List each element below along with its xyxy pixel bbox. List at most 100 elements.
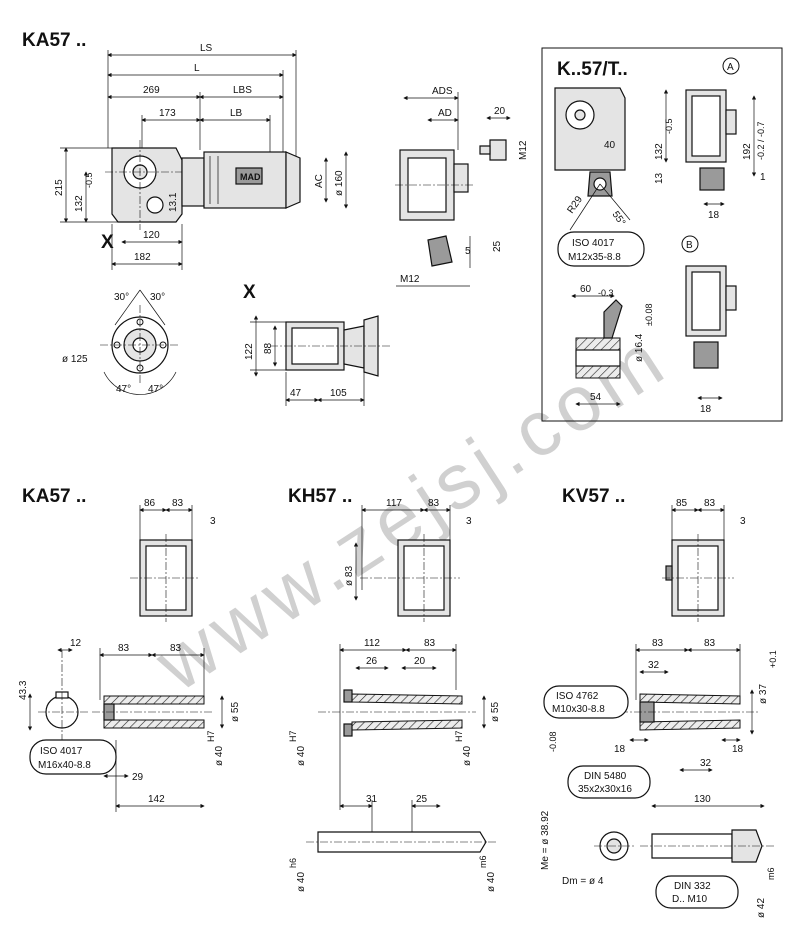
title-kh57: KH57 .. bbox=[288, 486, 352, 507]
dim-30-right: 30° bbox=[150, 292, 165, 303]
b1-dim-3: 3 bbox=[210, 516, 216, 527]
dim-13-1: 13.1 bbox=[168, 192, 179, 212]
b3-dim-83: 83 bbox=[704, 498, 716, 509]
dim-132-tol: -0.5 bbox=[84, 172, 94, 188]
t-dim-r29: R29 bbox=[565, 194, 585, 216]
t-dim-132-tol: -0.5 bbox=[664, 118, 674, 134]
s2-dim-d40-b: ø 40 bbox=[462, 746, 473, 766]
dim-lbs: LBS bbox=[233, 85, 252, 96]
dim-47-left: 47° bbox=[116, 384, 131, 395]
s1-dim-29: 29 bbox=[132, 772, 144, 783]
motor-label: MAD bbox=[240, 172, 261, 182]
ka57-x-view: X 122 88 47 105 bbox=[243, 282, 390, 406]
dim-l: L bbox=[194, 63, 200, 74]
s1-dim-h7: H7 bbox=[206, 730, 216, 742]
s2-dim-h6: h6 bbox=[288, 858, 298, 868]
s3-din-332: DIN 332 bbox=[674, 881, 711, 892]
s3-dim-dm: Dm = ø 4 bbox=[562, 876, 604, 887]
s1-dim-d55: ø 55 bbox=[230, 702, 241, 722]
s3-dim-83-a: 83 bbox=[652, 638, 664, 649]
ka57-side-view: LS L 269 LBS 173 LB MAD 215 bbox=[54, 43, 349, 270]
s2-dim-h7-a: H7 bbox=[288, 730, 298, 742]
s2-dim-m6: m6 bbox=[478, 855, 488, 868]
dim-m12-bottom: M12 bbox=[400, 274, 420, 285]
t-dim-60-tol: -0.3 bbox=[598, 288, 614, 298]
dim-269: 269 bbox=[143, 85, 160, 96]
b2-dim-117: 117 bbox=[386, 498, 402, 509]
title-k57t: K..57/T.. bbox=[557, 59, 628, 80]
ka57-bottom-top-view: 86 83 3 bbox=[130, 498, 216, 622]
title-ka57-top: KA57 .. bbox=[22, 30, 86, 51]
marker-b: B bbox=[686, 240, 693, 251]
dim-47-right: 47° bbox=[148, 384, 163, 395]
dim-88: 88 bbox=[263, 342, 274, 354]
t-dim-18-b: 18 bbox=[700, 404, 712, 415]
s2-dim-83: 83 bbox=[424, 638, 436, 649]
t-iso-sub: M12x35-8.8 bbox=[568, 252, 621, 263]
s3-iso-4762: ISO 4762 bbox=[556, 691, 599, 702]
s3-dim-me: Me = ø 38.92 bbox=[540, 810, 551, 870]
t-dim-55: 55° bbox=[610, 209, 628, 228]
ka57-flange-view: 30° 30° ø 125 47° 47° bbox=[62, 289, 180, 395]
title-ka57-bottom: KA57 .. bbox=[22, 486, 86, 507]
t-dim-13: 13 bbox=[654, 172, 665, 184]
s3-dim-d42: ø 42 bbox=[756, 898, 767, 918]
dim-ads: ADS bbox=[432, 86, 453, 97]
ka57-front-view: ADS AD 20 M12 25 5 M12 bbox=[395, 86, 529, 287]
dim-ad: AD bbox=[438, 108, 452, 119]
b1-dim-86: 86 bbox=[144, 498, 156, 509]
ka57-shaft-section: 12 43.3 83 83 ø 55 ø 40 H7 ISO 4017 M16x… bbox=[18, 638, 241, 812]
s2-dim-d40-d: ø 40 bbox=[486, 872, 497, 892]
s2-dim-d40-a: ø 40 bbox=[296, 746, 307, 766]
dim-47: 47 bbox=[290, 388, 302, 399]
s2-dim-26: 26 bbox=[366, 656, 378, 667]
s3-din-5480: DIN 5480 bbox=[584, 771, 627, 782]
kv57-shaft-section: 83 83 32 ø 37 +0.1 ISO 4762 M10x30-8.8 1… bbox=[540, 638, 778, 918]
dim-20: 20 bbox=[494, 106, 506, 117]
dim-105: 105 bbox=[330, 388, 347, 399]
kv57-top-view: 85 83 3 bbox=[662, 498, 746, 622]
dim-ls: LS bbox=[200, 43, 213, 54]
s1-dim-d40: ø 40 bbox=[214, 746, 225, 766]
dim-30-left: 30° bbox=[114, 292, 129, 303]
t-dim-18: 18 bbox=[708, 210, 720, 221]
s3-dim-me-tol: -0.08 bbox=[548, 731, 558, 752]
s3-dim-18-b: 18 bbox=[732, 744, 744, 755]
s2-dim-d55: ø 55 bbox=[490, 702, 501, 722]
t-dim-40: 40 bbox=[604, 140, 616, 151]
s2-dim-112: 112 bbox=[364, 638, 380, 649]
t-dim-192-tol: -0.2 / -0.7 bbox=[756, 121, 766, 160]
b3-dim-85: 85 bbox=[676, 498, 688, 509]
b1-dim-83: 83 bbox=[172, 498, 184, 509]
b2-dim-d83: ø 83 bbox=[344, 566, 355, 586]
k57t-panel: A 40 R29 55° 132 -0.5 13 192 -0.2 / -0.7… bbox=[541, 47, 783, 422]
b2-dim-3: 3 bbox=[466, 516, 472, 527]
s1-dim-83-a: 83 bbox=[118, 643, 130, 654]
s2-dim-d40-c: ø 40 bbox=[296, 872, 307, 892]
kh57-shaft-section: 112 83 26 20 ø 55 ø 40 H7 ø 40 H7 31 25 … bbox=[288, 638, 501, 892]
dim-215: 215 bbox=[54, 179, 65, 196]
dim-ac: AC bbox=[314, 174, 325, 188]
s1-dim-12: 12 bbox=[70, 638, 82, 649]
title-kv57: KV57 .. bbox=[562, 486, 625, 507]
dim-lb: LB bbox=[230, 108, 243, 119]
s3-dim-32: 32 bbox=[648, 660, 660, 671]
dim-120: 120 bbox=[143, 230, 160, 241]
dim-m12: M12 bbox=[518, 140, 529, 160]
dim-d160: ø 160 bbox=[334, 170, 345, 196]
dim-d125: ø 125 bbox=[62, 354, 88, 365]
dim-173: 173 bbox=[159, 108, 176, 119]
view-marker-x: X bbox=[101, 232, 114, 253]
s3-dim-d37-tol: +0.1 bbox=[768, 650, 778, 668]
t-dim-d16-4: ø 16.4 bbox=[634, 333, 645, 362]
s3-din-5480-sub: 35x2x30x16 bbox=[578, 784, 632, 795]
dim-5: 5 bbox=[465, 246, 471, 257]
t-dim-192: 192 bbox=[742, 143, 753, 160]
s2-dim-h7-b: H7 bbox=[454, 730, 464, 742]
s3-dim-130: 130 bbox=[694, 794, 711, 805]
s2-dim-31: 31 bbox=[366, 794, 378, 805]
dim-25: 25 bbox=[492, 240, 503, 252]
b3-dim-3: 3 bbox=[740, 516, 746, 527]
dim-122: 122 bbox=[244, 343, 255, 360]
